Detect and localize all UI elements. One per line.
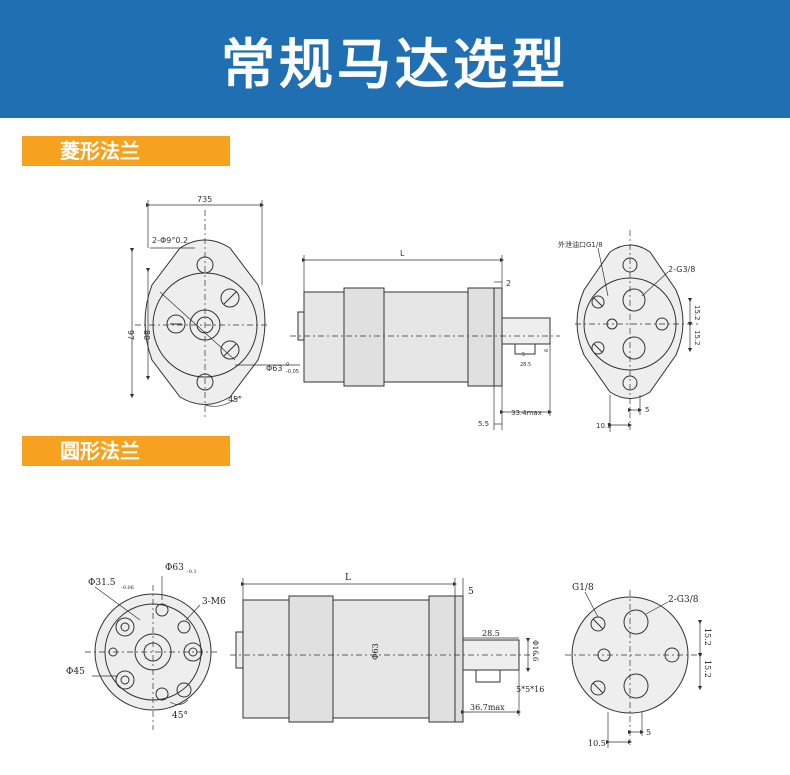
round-rear-dim-d: 5 [646,728,651,737]
round-dim-shaft-dia: Φ16.6 [531,640,539,662]
dim-pilot-diameter: Φ63 [266,364,282,373]
section-tag-round-flange: 圆形法兰 [22,436,230,466]
dim-hole-note: 2-Φ9°0.2 [152,236,188,245]
dim-shaft-length: 33.4max [511,409,542,417]
rear-dim-c: 10.5 [596,422,612,430]
round-rear-view [565,590,705,748]
dim-pilot-tol-lower: -0.05 [286,369,299,375]
rear-port-note: 2-G3/8 [668,265,695,274]
dim-flange-thk: 2 [506,279,511,288]
round-dim-shaft-width: 28.5 [482,629,500,638]
round-front-view [85,576,220,730]
dim-height-80: 80 [142,330,151,340]
diamond-front-view [129,200,300,420]
round-bolt-circle: Φ45 [66,667,85,677]
round-pilot-diameter: Φ63 [165,563,184,573]
dim-shaft-width: 28.5 [520,362,531,368]
dim-length-L: L [400,249,405,258]
round-rear-drain-note: G1/8 [572,583,594,593]
round-side-view [230,578,535,723]
section-tag-diamond-flange: 菱形法兰 [22,136,230,166]
rear-dim-a: 15.2 [693,305,701,321]
round-bolt-note: 3-M6 [202,597,226,607]
rear-dim-d: 5 [645,406,649,414]
round-dim-length: L [345,573,351,583]
round-center-tol: -0.06 [121,585,134,591]
round-angle: 45° [172,711,188,721]
diamond-side-view [290,255,560,430]
round-center-diameter: Φ31.5 [88,578,116,588]
diamond-rear-view [575,230,700,432]
round-rear-dim-a: 15.2 [703,628,712,646]
round-rear-dim-c: 10.5 [588,739,606,748]
round-rear-dim-b: 15.2 [703,660,712,678]
header-banner [0,0,790,118]
round-dim-shaft-length: 36.7max [470,703,505,712]
round-pilot-tol: -0.1 [187,569,197,575]
dim-key-width: 6 [544,349,550,352]
page-title: 常规马达选型 [221,32,569,96]
dim-angle-45: 45° [228,395,242,404]
rear-dim-b: 15.2 [693,330,701,346]
round-dim-flange-thk: 5 [468,587,474,597]
dim-key: 5 [522,352,525,358]
rear-drain-note: 外泄油口G1/8 [558,240,603,249]
dim-height-97: 97 [126,330,135,340]
dim-pilot-tol-upper: 0 [286,362,289,368]
dim-offset: 5.5 [478,420,489,428]
dim-width-735: 735 [197,195,212,204]
round-rear-port-note: 2-G3/8 [668,595,699,605]
round-dim-key: 5*5*16 [516,685,544,694]
round-dim-body-dia: Φ63 [371,643,380,660]
